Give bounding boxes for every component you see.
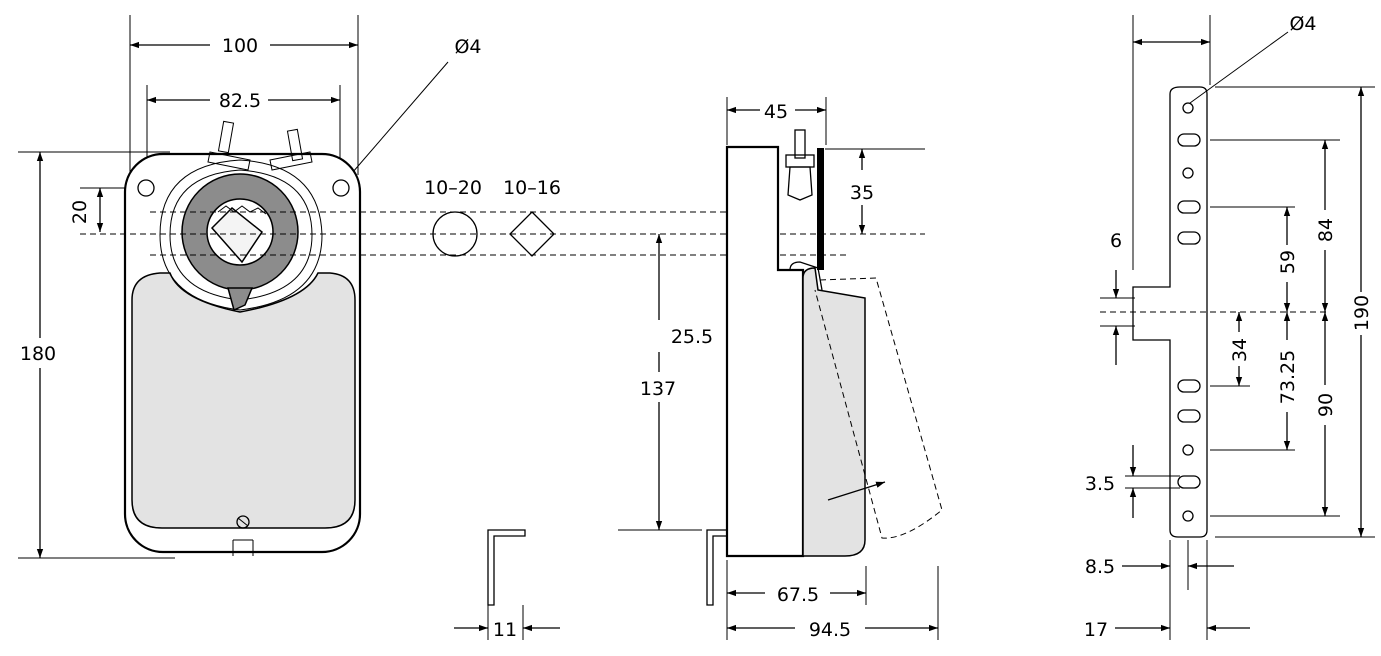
mounting-hole-right [332,179,350,197]
dim-bracket-59: 59 [1277,250,1299,274]
angle-bracket: 11 [454,529,560,641]
shaft-sizes: 10–20 10–16 [424,177,561,257]
dim-bracket-8-5: 8.5 [1085,556,1115,578]
dim-depth-67-5: 67.5 [777,584,819,606]
front-view: 100 82.5 Ø4 180 20 [18,15,482,559]
dim-offset-25-5: 25.5 [671,326,713,348]
round-shaft-icon [432,211,478,257]
dim-depth-45: 45 [764,101,788,123]
dim-bracket-73-25: 73.25 [1277,350,1299,404]
square-shaft-icon [509,211,555,257]
dim-height-180: 180 [20,343,56,365]
dim-depth-94-5: 94.5 [809,619,851,641]
dim-bracket-3-5: 3.5 [1085,473,1115,495]
shaft-square-label: 10–16 [503,177,561,199]
dim-bracket-90: 90 [1315,393,1337,417]
bracket-hole-diameter: Ø4 [1289,13,1316,35]
dim-hole-diameter: Ø4 [454,36,481,58]
shaft-round-label: 10–20 [424,177,482,199]
dim-bracket-84: 84 [1315,218,1337,242]
dim-width-82-5: 82.5 [219,90,261,112]
dim-bracket-6: 6 [1110,230,1122,252]
dim-height-137: 137 [640,378,676,400]
side-view: 45 35 25.5 137 67.5 [618,97,943,641]
dim-bracket-34: 34 [1229,338,1251,362]
dim-offset-35: 35 [850,182,874,204]
dim-bracket-190: 190 [1351,295,1373,331]
dim-bracket-17: 17 [1084,619,1108,641]
dim-bracket-11: 11 [493,619,517,641]
mounting-hole-left [137,179,155,197]
dim-width-100: 100 [222,35,258,57]
dim-offset-20: 20 [69,200,91,224]
bracket-view: Ø4 6 84 59 [1084,13,1375,641]
